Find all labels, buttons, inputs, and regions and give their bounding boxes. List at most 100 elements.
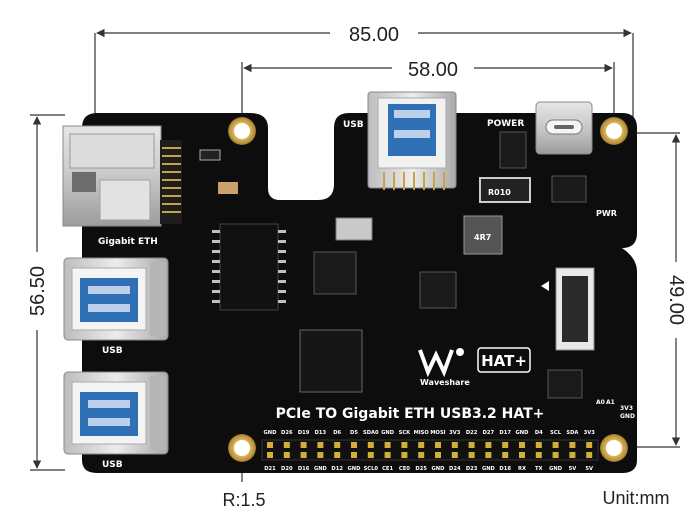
gpio-pin: [401, 452, 408, 458]
shunt-resistor-label: R010: [488, 188, 511, 197]
gpio-pin: [502, 452, 509, 458]
gpio-pin: [300, 452, 307, 458]
hat-badge: HAT+: [481, 352, 527, 370]
gpio-pin-label-top: SDA0: [363, 430, 379, 436]
gpio-pin-label-top: SCK: [399, 430, 412, 436]
gpio-pin: [384, 452, 391, 458]
addr-a1-label: A1: [606, 399, 615, 406]
usb-bottom-label: USB: [102, 460, 123, 470]
gpio-pin-label-top: D17: [499, 430, 511, 436]
gigabit-eth-label: Gigabit ETH: [98, 237, 158, 247]
gpio-pin: [485, 452, 492, 458]
gpio-pin-label-bottom: D25: [415, 466, 427, 472]
gpio-pin: [267, 452, 273, 458]
gpio-pin-label-bottom: D23: [466, 466, 478, 472]
overall-height-label: 56.50: [27, 266, 49, 316]
gpio-pin: [351, 442, 357, 448]
corner-radius-label: R:1.5: [222, 490, 265, 510]
brand-label: Waveshare: [420, 378, 470, 387]
gpio-pin: [569, 452, 576, 458]
gpio-pin-label-top: GND: [516, 430, 530, 436]
gpio-pin-label-bottom: D20: [281, 466, 293, 472]
gpio-pin-label-top: GND: [264, 430, 278, 436]
usb-top-label: USB: [343, 120, 364, 130]
gpio-pin-label-bottom: CE0: [399, 466, 410, 472]
board-title: PCIe TO Gigabit ETH USB3.2 HAT+: [276, 406, 545, 422]
gpio-pin: [418, 442, 425, 448]
gpio-pin-label-bottom: GND: [432, 466, 446, 472]
usb-port-bottom: [63, 371, 169, 455]
gpio-pin-label-bottom: CE1: [382, 466, 393, 472]
usb-port-top: [367, 91, 457, 190]
ethernet-port: [62, 125, 182, 227]
usb-c-power-port: [535, 101, 593, 155]
gpio-pin: [451, 442, 458, 448]
dimension-lines: [30, 28, 681, 482]
gpio-pin: [502, 442, 509, 448]
hole-spacing-y-label: 49.00: [665, 275, 687, 325]
gpio-pin: [283, 452, 290, 458]
gpio-pin-label-top: D5: [350, 430, 358, 436]
gpio-pin-label-top: 3V3: [584, 430, 596, 436]
gpio-pin: [586, 442, 593, 448]
gpio-pin-label-bottom: GND: [348, 466, 362, 472]
pwr-led-label: PWR: [596, 209, 617, 218]
power-label: POWER: [487, 119, 524, 129]
gpio-pin: [552, 452, 559, 458]
gpio-pin-label-bottom: D16: [298, 466, 310, 472]
gpio-pin: [351, 452, 357, 458]
waveshare-logo: [418, 348, 464, 378]
usb-middle-label: USB: [102, 346, 123, 356]
gpio-pin-label-bottom: GND: [482, 466, 496, 472]
inductor-label: 4R7: [474, 233, 491, 242]
gpio-pin: [435, 442, 441, 448]
gpio-pin: [401, 442, 408, 448]
gpio-pin: [367, 452, 374, 458]
gpio-pin: [552, 442, 559, 448]
gpio-pin-label-bottom: GND: [549, 466, 563, 472]
unit-label: Unit:mm: [603, 488, 670, 508]
gpio-pin: [586, 452, 593, 458]
gpio-pin-label-bottom: SCL0: [364, 466, 379, 472]
addr-a0-label: A0: [596, 399, 605, 406]
gpio-pin: [569, 442, 576, 448]
gpio-pin: [283, 442, 290, 448]
gpio-pin: [435, 452, 441, 458]
gpio-pin-label-top: D19: [298, 430, 310, 436]
pcie-fpc-connector: [541, 267, 595, 351]
gpio-pin-label-bottom: D12: [331, 466, 343, 472]
gpio-pin: [334, 442, 341, 448]
gpio-pin-label-bottom: D21: [264, 466, 276, 472]
gpio-pin: [384, 442, 391, 448]
gpio-pin: [317, 442, 324, 448]
gpio-pin-label-bottom: TX: [535, 466, 543, 472]
mounting-holes: [228, 117, 628, 462]
gpio-header: [261, 439, 599, 461]
hole-spacing-x-label: 58.00: [408, 59, 458, 81]
gpio-pin-label-top: D26: [281, 430, 293, 436]
gpio-pin-label-top: D22: [466, 430, 478, 436]
v33-label: 3V3: [620, 405, 633, 412]
gpio-pin: [519, 442, 525, 448]
gpio-pin: [418, 452, 425, 458]
gpio-pin-label-top: D4: [535, 430, 543, 436]
gpio-pin-label-bottom: D18: [499, 466, 511, 472]
gpio-pin: [535, 452, 542, 458]
gpio-pin: [468, 442, 475, 448]
gpio-pin: [267, 442, 273, 448]
gpio-pin-label-bottom: 5V: [585, 466, 593, 472]
gpio-pin-label-top: SCL: [550, 430, 562, 436]
gpio-pin: [535, 442, 542, 448]
gpio-pin: [300, 442, 307, 448]
gpio-pin-label-bottom: D24: [449, 466, 461, 472]
gpio-pin-label-top: MOSI: [430, 430, 445, 436]
gpio-pin-label-bottom: 5V: [569, 466, 577, 472]
gpio-pin-label-top: MISO: [414, 430, 430, 436]
gpio-pin-label-top: D27: [483, 430, 495, 436]
gpio-pin-label-top: GND: [381, 430, 395, 436]
ic-chips: [199, 131, 587, 399]
gpio-pin: [317, 452, 324, 458]
